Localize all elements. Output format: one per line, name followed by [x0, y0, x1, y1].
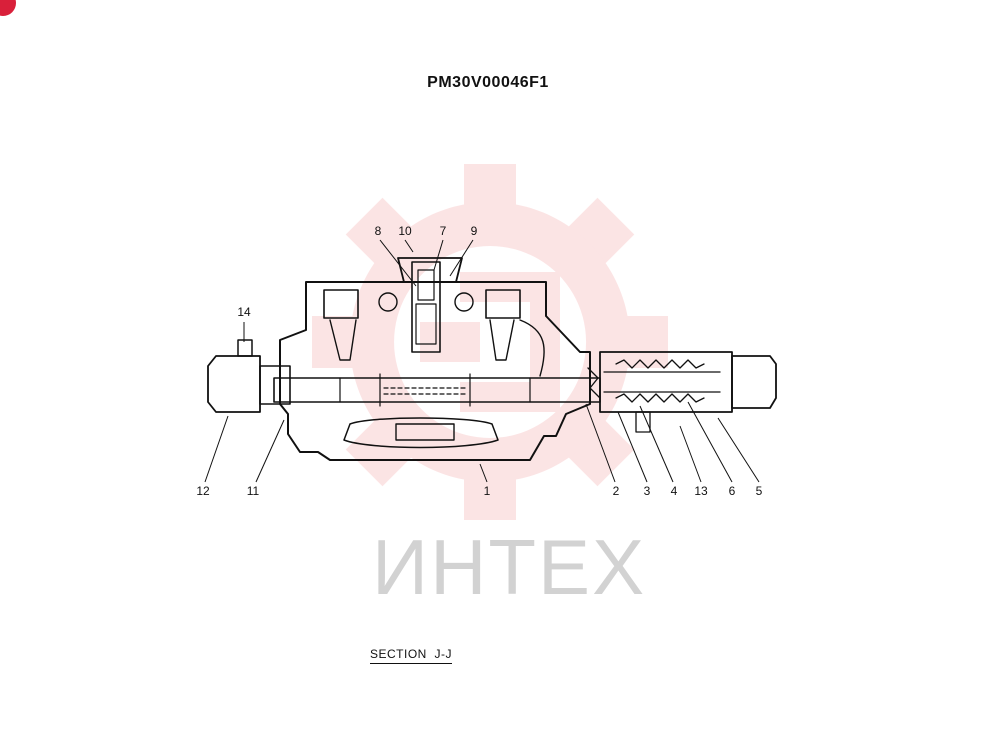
check-valve: [411, 261, 441, 353]
callout-4: 4: [670, 484, 678, 498]
watermark-text: ИНТЕХ: [372, 523, 647, 611]
spring-cap-housing: [599, 351, 733, 413]
top-boss: [397, 257, 463, 283]
spool: [273, 377, 601, 403]
cap-nut-left: [259, 365, 291, 405]
callout-8: 8: [374, 224, 382, 238]
plug-14: [237, 339, 253, 357]
spring: [615, 359, 705, 369]
callout-7: 7: [439, 224, 447, 238]
end-cap-left: [207, 355, 261, 413]
callout-1: 1: [483, 484, 491, 498]
port-right: [485, 289, 521, 319]
end-cap-right: [731, 355, 777, 409]
callout-12: 12: [196, 484, 210, 498]
section-label: SECTION J-J: [370, 647, 453, 664]
callout-11: 11: [246, 484, 260, 498]
callout-13: 13: [694, 484, 708, 498]
drawing-title: PM30V00046F1: [427, 74, 549, 91]
callout-10: 10: [398, 224, 412, 238]
callout-14: 14: [237, 305, 251, 319]
port-left: [323, 289, 359, 319]
lower-cavity: [343, 417, 499, 449]
callout-2: 2: [612, 484, 620, 498]
callout-3: 3: [643, 484, 651, 498]
callout-9: 9: [470, 224, 478, 238]
callout-5: 5: [755, 484, 763, 498]
valve-body-outline: [279, 281, 591, 461]
corner-mark: [0, 0, 16, 16]
callout-6: 6: [728, 484, 736, 498]
